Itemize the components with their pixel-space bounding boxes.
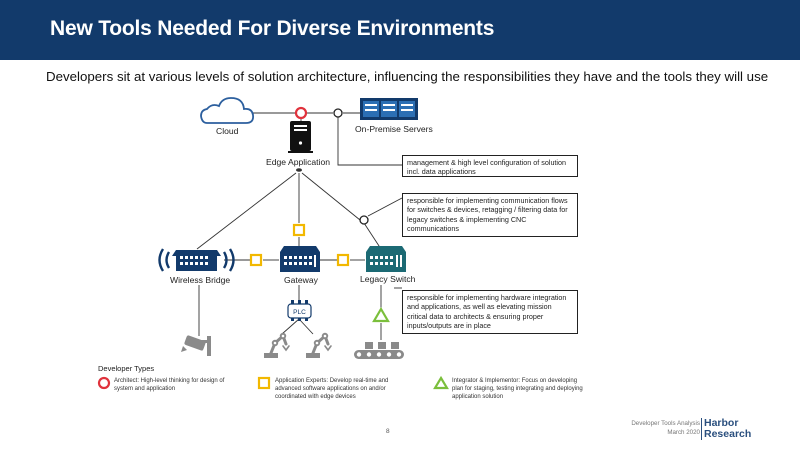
wireless-bridge-icon (158, 248, 235, 272)
report-date: March 2020 (667, 428, 700, 436)
callout-leader-1 (337, 117, 402, 166)
legend-integrator-icon (433, 375, 449, 390)
edge-server-icon (288, 121, 313, 153)
app-expert-marker-icon (336, 253, 350, 267)
page-number: 8 (386, 428, 390, 435)
plc-icon: PLC (287, 300, 312, 321)
legend-app-expert-text: Application Experts: Develop real-time a… (275, 378, 389, 400)
connection-lines (196, 112, 403, 340)
conveyor-icon (354, 342, 404, 359)
subtitle: Developers sit at various levels of solu… (46, 69, 769, 84)
app-expert-marker-icon (249, 253, 263, 267)
servers-label: On-Premise Servers (355, 124, 433, 134)
legend-title: Developer Types (98, 364, 155, 373)
line-connector-switch (363, 222, 382, 250)
legend-architect-text: Architect: High-level thinking for desig… (114, 378, 225, 392)
edge-label: Edge Application (266, 157, 331, 167)
servers-icon (360, 98, 418, 120)
line-plc-robot1 (281, 318, 300, 335)
connector-node-icon (333, 108, 343, 118)
bridge-label: Wireless Bridge (170, 275, 231, 285)
edge-hub-icon (296, 168, 302, 172)
cloud-icon (200, 97, 255, 124)
line-edge-connector (301, 172, 361, 221)
robot-arm-icon (264, 334, 290, 358)
line-edge-bridge (196, 172, 297, 250)
brand-divider (701, 418, 702, 440)
legacy-switch-icon (366, 246, 406, 272)
page-title: New Tools Needed For Diverse Environment… (50, 17, 495, 40)
connector-node-icon (359, 215, 369, 225)
gateway-icon (280, 246, 320, 272)
app-expert-marker-icon (292, 223, 306, 237)
brand-logo: Harbor Research (704, 417, 752, 441)
switch-label: Legacy Switch (360, 274, 416, 284)
legend-integrator-text: Integrator & Implementor: Focus on devel… (452, 378, 583, 400)
gateway-label: Gateway (284, 275, 318, 285)
security-camera-icon (181, 335, 211, 356)
callout-leader-2 (367, 197, 403, 217)
title-bar: New Tools Needed For Diverse Environment… (0, 0, 800, 60)
legend-app-expert-icon (257, 376, 271, 390)
integrator-callout: responsible for implementing hardware in… (402, 290, 578, 334)
plc-label: PLC (293, 309, 306, 316)
architect-callout: management & high level configuration of… (402, 155, 578, 177)
integrator-marker-icon (372, 306, 390, 323)
line-plc-robot2 (298, 318, 314, 335)
legend-architect-icon (97, 376, 111, 390)
robot-arm-icon (306, 334, 332, 358)
architect-marker-icon (294, 106, 308, 120)
report-name: Developer Tools Analysis (631, 420, 700, 427)
report-info: Developer Tools Analysis March 2020 (631, 420, 700, 438)
cloud-label: Cloud (216, 126, 239, 136)
app-expert-callout: responsible for implementing communicati… (402, 193, 578, 237)
